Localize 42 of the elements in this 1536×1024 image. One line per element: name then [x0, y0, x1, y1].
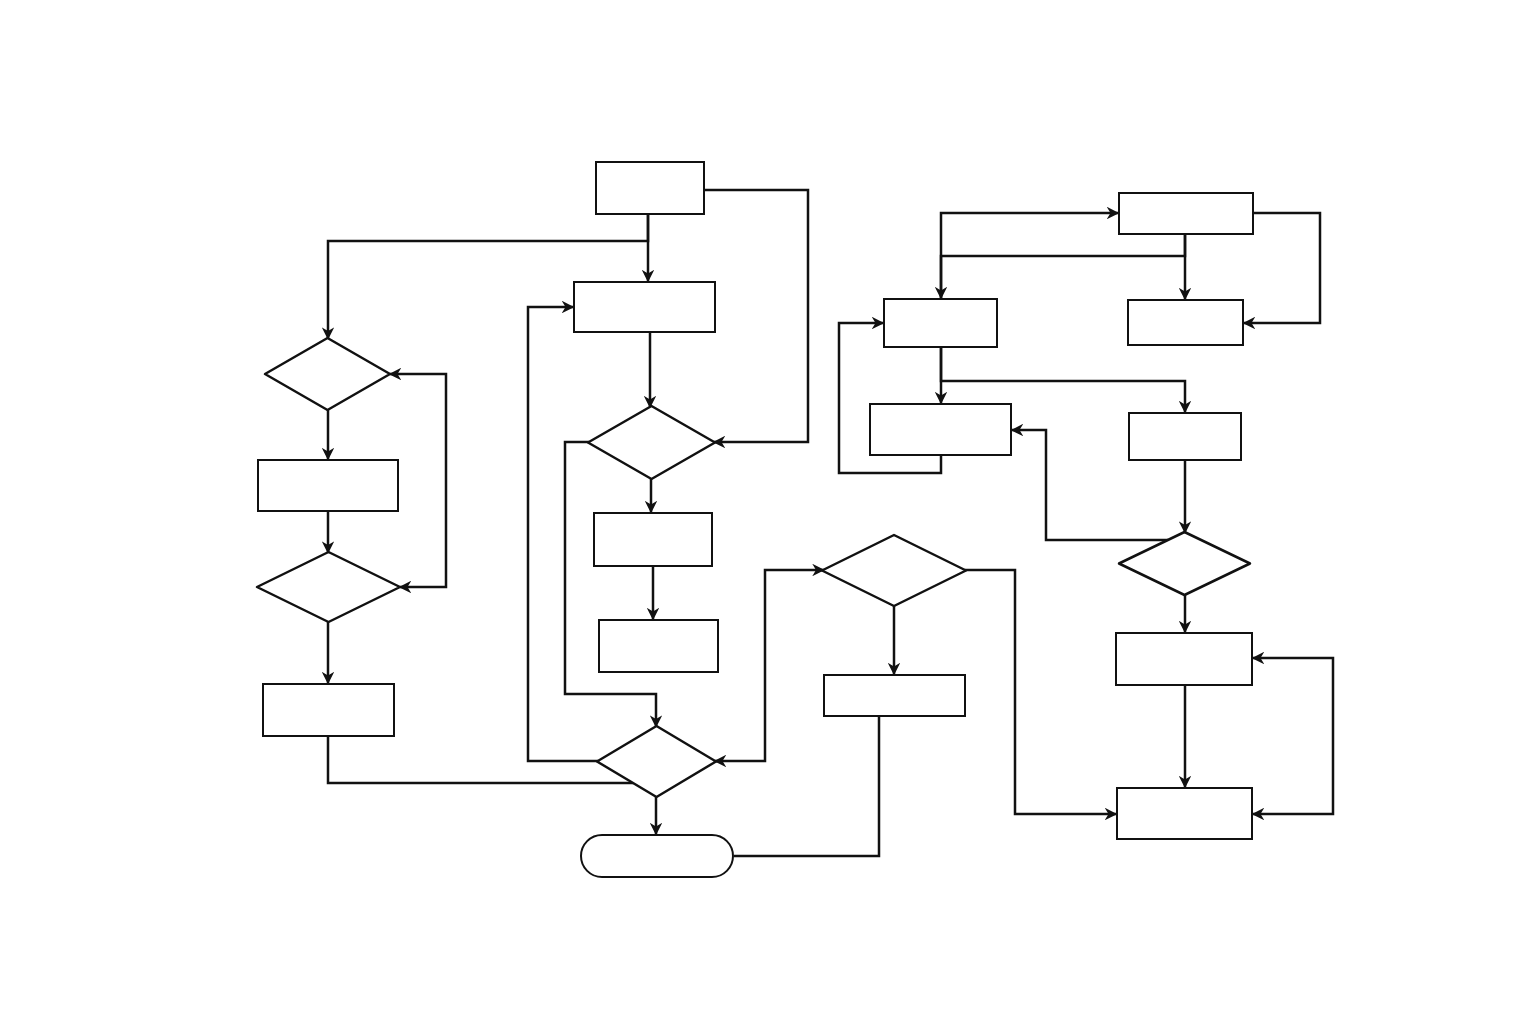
process-box — [883, 298, 998, 348]
arrow — [644, 478, 658, 514]
arrow — [321, 621, 335, 685]
decision-diamond — [588, 406, 715, 479]
process-box — [573, 281, 716, 333]
arrow — [964, 568, 1118, 821]
process-box — [1118, 192, 1254, 235]
arrow — [705, 188, 810, 449]
decision-diamond — [257, 552, 400, 622]
arrow — [388, 367, 448, 594]
process-box — [1128, 412, 1242, 461]
arrow — [1178, 461, 1192, 534]
arrow — [837, 316, 943, 475]
process-box — [1116, 787, 1253, 840]
process-box — [257, 459, 399, 512]
arrow — [563, 440, 663, 728]
connector-line — [734, 717, 881, 858]
process-box — [262, 683, 395, 737]
process-box — [823, 674, 966, 717]
connector-line — [326, 737, 634, 785]
arrow — [939, 348, 1192, 414]
arrow — [321, 215, 650, 340]
decision-diamond — [822, 535, 966, 606]
arrow — [646, 567, 660, 621]
arrow — [526, 300, 598, 763]
decision-diamond — [1119, 532, 1250, 595]
arrow — [321, 409, 335, 461]
arrow — [1178, 686, 1192, 789]
decision-diamond — [265, 338, 390, 410]
arrow — [321, 512, 335, 554]
terminal-shape — [580, 834, 734, 878]
process-box — [1115, 632, 1253, 686]
process-box — [1127, 299, 1244, 346]
arrow — [649, 796, 663, 836]
arrow — [887, 606, 901, 676]
process-box — [595, 161, 705, 215]
process-box — [869, 403, 1012, 456]
process-box — [598, 619, 719, 673]
arrow — [1178, 594, 1192, 634]
process-box — [593, 512, 713, 567]
decision-diamond — [597, 726, 716, 797]
arrow — [939, 206, 1120, 298]
